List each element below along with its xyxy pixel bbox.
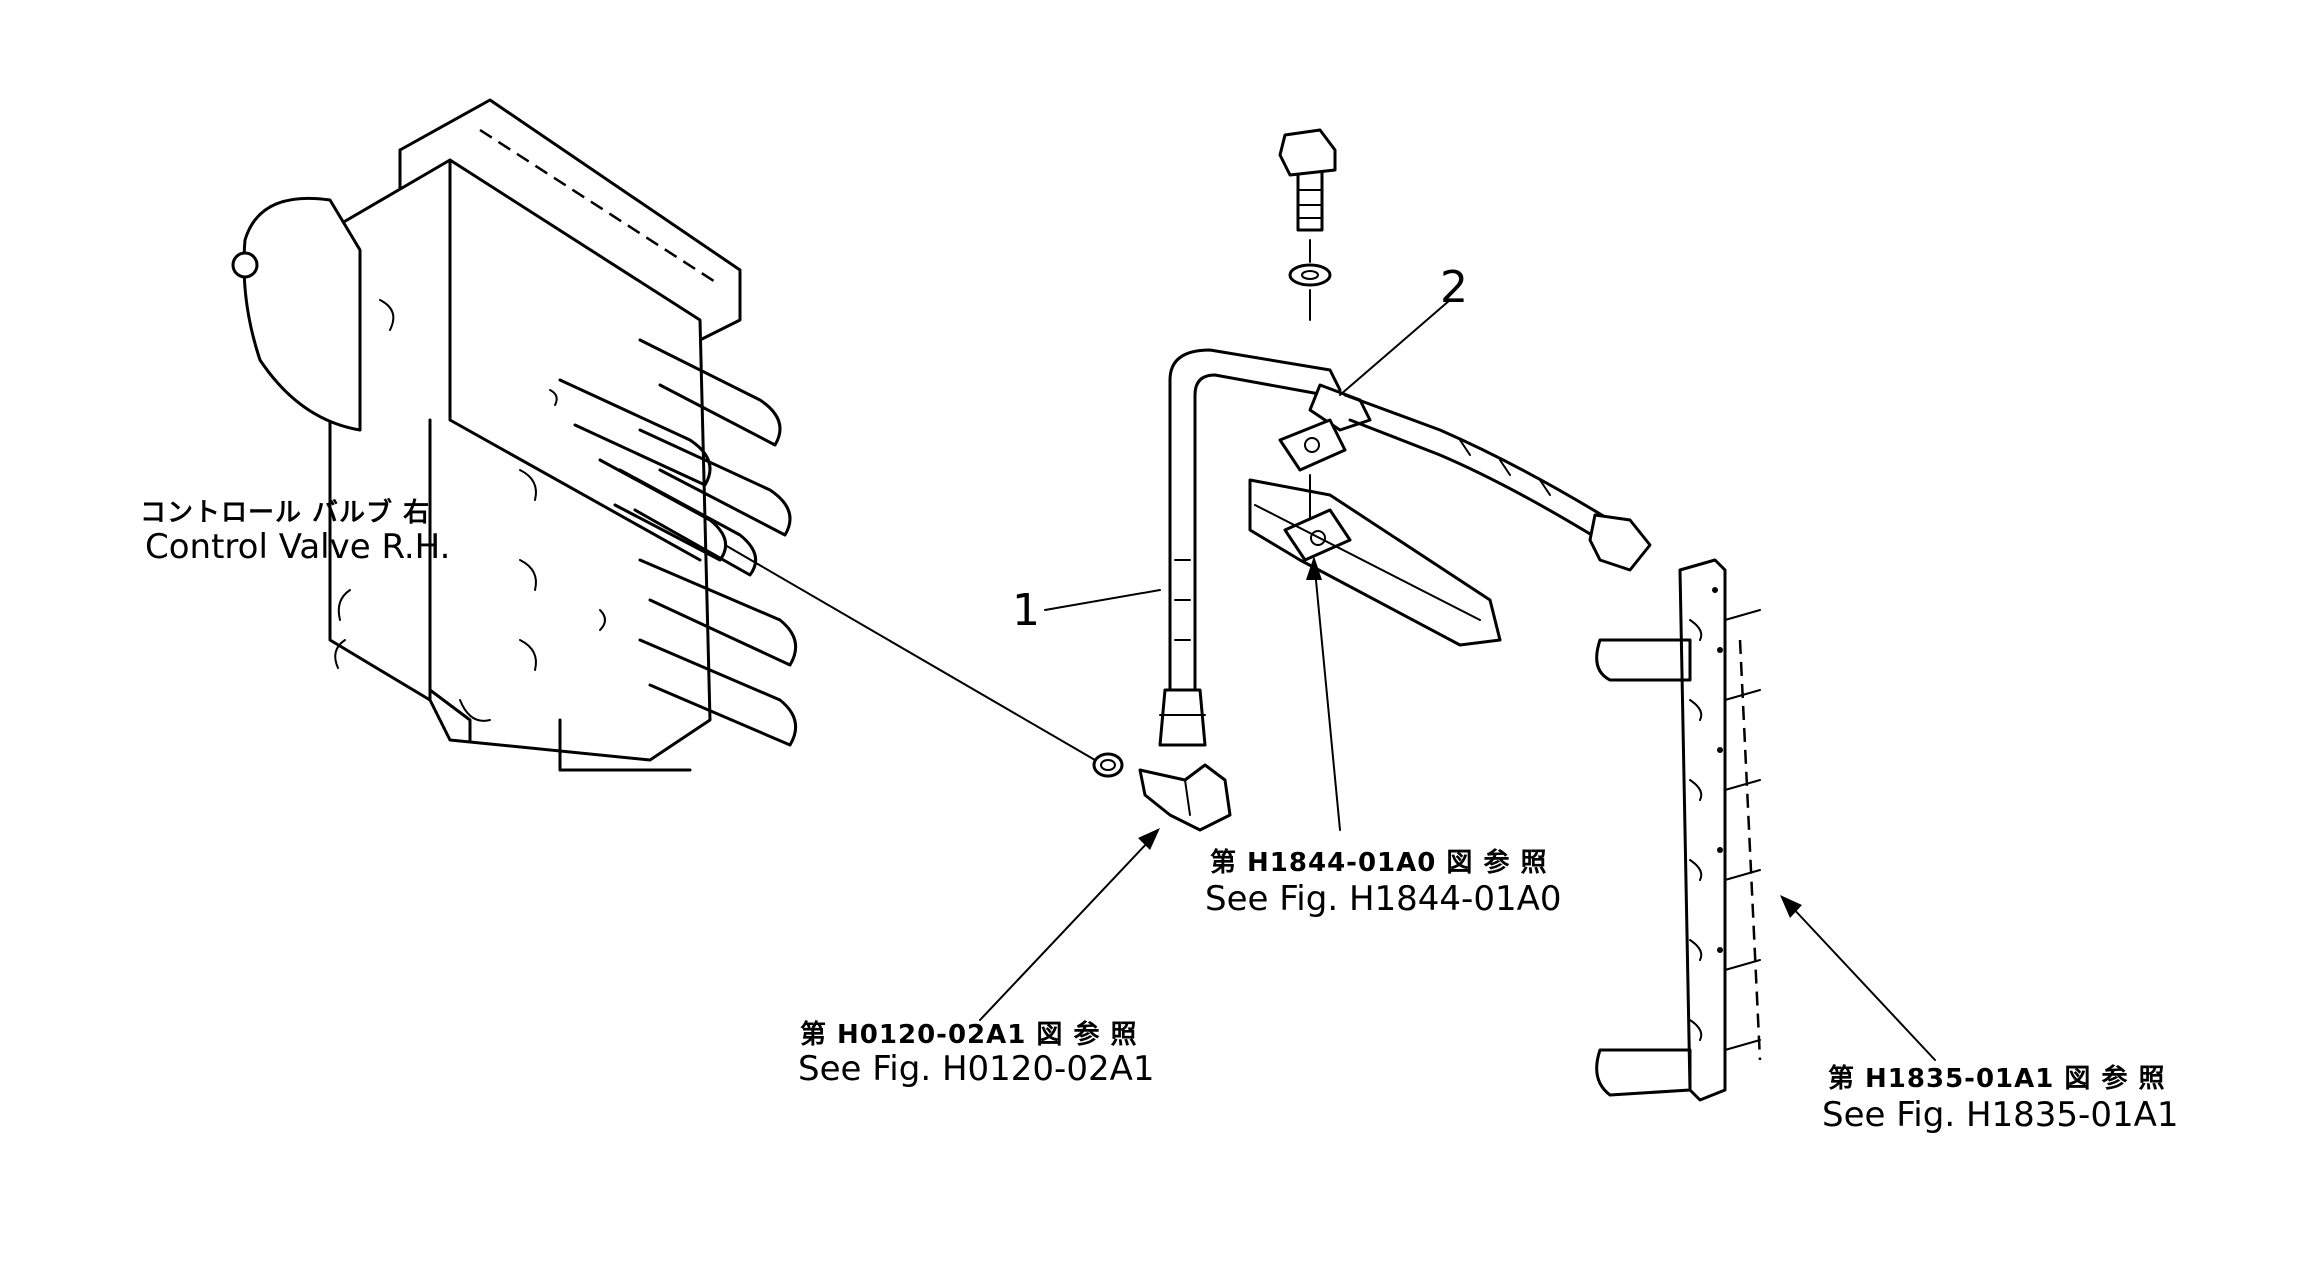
ref-h1844-label-jp: 第 H1844-01A0 図 参 照 <box>1210 848 1548 878</box>
callout-2-leader <box>1339 299 1451 396</box>
ref-h1844-label-en: See Fig. H1844-01A0 <box>1205 879 1562 919</box>
arrow-to-elbow <box>979 828 1160 1021</box>
control-valve-assembly <box>231 98 798 772</box>
ref-h0120-label-en: See Fig. H0120-02A1 <box>798 1049 1155 1089</box>
control-valve-label-jp: コントロール バルブ 右 <box>140 498 431 528</box>
ref-h1835-label-jp: 第 H1835-01A1 図 参 照 <box>1828 1064 2166 1094</box>
elbow-fitting <box>1092 752 1232 832</box>
callout-1-leader <box>1044 589 1161 611</box>
arrow-to-frame <box>1780 895 1936 1061</box>
valve-to-elbow-leader <box>724 544 1096 761</box>
callout-part-1: 1 <box>1012 585 1040 636</box>
frame-rail <box>1595 558 1762 1102</box>
control-valve-label-en: Control Valve R.H. <box>145 527 451 567</box>
callout-part-2: 2 <box>1440 262 1468 313</box>
hose-part-1 <box>1158 348 1342 747</box>
ref-h1835-label-en: See Fig. H1835-01A1 <box>1822 1095 2179 1135</box>
ref-h0120-label-jp: 第 H0120-02A1 図 参 照 <box>800 1020 1138 1050</box>
hose-part-2 <box>1308 383 1652 572</box>
clamp-bolt-stack <box>1248 128 1502 647</box>
arrow-to-bracket <box>1306 556 1341 831</box>
